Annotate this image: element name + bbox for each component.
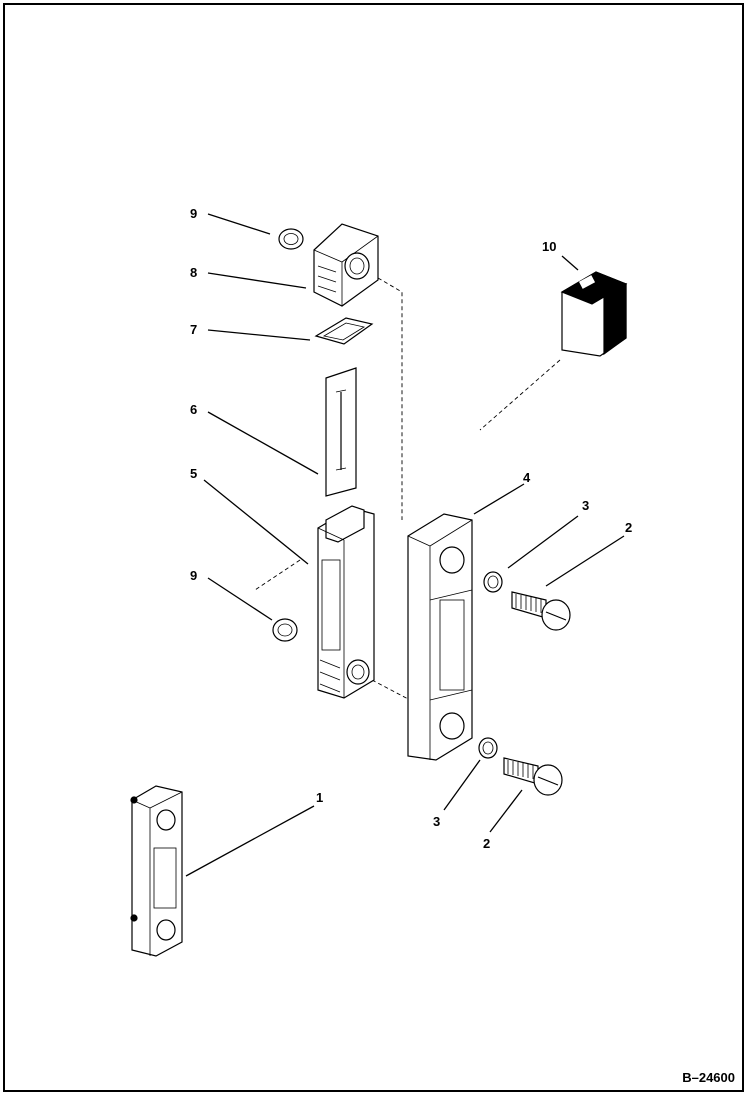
part-10-label xyxy=(560,271,628,357)
figure-number: B–24600 xyxy=(682,1070,735,1085)
part-3-washer-lower xyxy=(478,737,498,759)
callout-5: 5 xyxy=(190,466,197,481)
part-9-washer-lower xyxy=(272,618,298,642)
part-4-cover xyxy=(407,513,473,761)
callout-10: 10 xyxy=(542,239,556,254)
callout-8: 8 xyxy=(190,265,197,280)
diagram-frame xyxy=(3,3,744,1092)
part-5-gauge-housing xyxy=(317,505,375,699)
callout-9-top: 9 xyxy=(190,206,197,221)
callout-2-lower: 2 xyxy=(483,836,490,851)
callout-7: 7 xyxy=(190,322,197,337)
callout-1: 1 xyxy=(316,790,323,805)
part-1-assembled-gauge xyxy=(130,785,183,957)
part-8-block xyxy=(313,223,379,307)
part-7-gasket xyxy=(314,317,374,345)
callout-3-lower: 3 xyxy=(433,814,440,829)
callout-9-lower: 9 xyxy=(190,568,197,583)
callout-4: 4 xyxy=(523,470,531,485)
part-2-bolt-lower xyxy=(503,757,563,796)
callout-6: 6 xyxy=(190,402,197,417)
part-3-washer-upper xyxy=(483,571,503,593)
part-9-washer-top xyxy=(278,228,304,250)
part-2-bolt-upper xyxy=(511,591,571,631)
callout-labels: 9 8 7 6 5 9 10 4 3 2 3 2 1 xyxy=(190,206,632,851)
callout-3-upper: 3 xyxy=(582,498,589,513)
leader-lines xyxy=(185,213,625,877)
assembly-guide-lines xyxy=(254,277,561,701)
callout-2-upper: 2 xyxy=(625,520,632,535)
part-6-sight-strip xyxy=(325,367,357,497)
